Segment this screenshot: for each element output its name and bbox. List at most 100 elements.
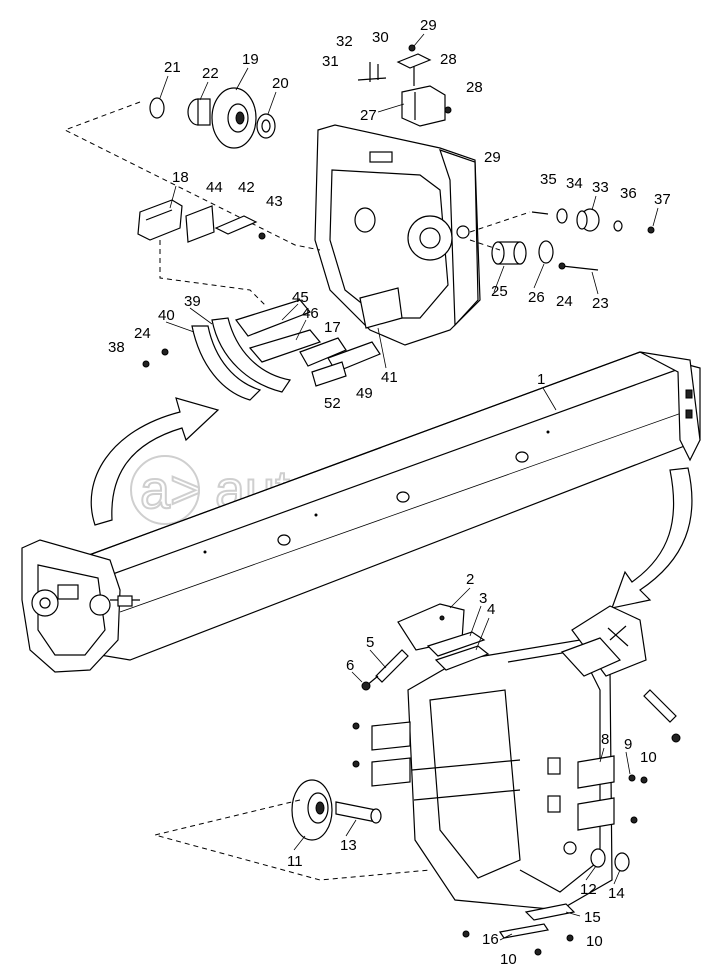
bearing-part-22 [187,98,211,126]
callout-11: 11 [287,853,303,870]
washer-part-24-left [161,348,169,356]
cylinder-part-5 [365,649,409,687]
callout-25: 25 [491,283,508,300]
callout-12: 12 [580,881,597,898]
leader-dash-pulley [63,101,321,251]
bolt-part-35 [531,211,549,215]
callout-46: 46 [302,305,319,322]
bolt-part-23 [561,265,599,271]
plate-part-16 [498,923,550,939]
shim-right [560,637,622,677]
callout-4: 4 [487,601,495,618]
pulley-part-19 [211,87,257,149]
cover-part-2 [397,603,465,651]
callout-10-bottom: 10 [500,951,517,968]
bolt-part-10-bottom [534,948,542,956]
pad-part-17 [299,337,347,367]
callout-22: 22 [202,65,219,82]
callout-28-right: 28 [466,79,483,96]
plate-part-15 [524,903,576,921]
callout-30: 30 [372,29,389,46]
callout-3: 3 [479,590,487,607]
callout-45: 45 [292,289,309,306]
callout-36: 36 [620,185,637,202]
pulley-part-11 [291,779,333,841]
callout-38: 38 [108,339,125,356]
pins-part-31-32 [357,62,387,82]
shim-part-3 [426,631,486,657]
callout-24-left: 24 [134,325,151,342]
callout-33: 33 [592,179,609,196]
callout-31: 31 [322,53,339,70]
callout-1: 1 [537,371,545,388]
nut-part-6 [361,681,371,691]
shim-part-4 [434,645,490,671]
boom-end-assembly-small [21,539,140,673]
nut-part-29-top [408,44,416,52]
callout-29-top: 29 [420,17,437,34]
callout-52: 52 [324,395,341,412]
callout-labels: 1 2 3 4 5 6 8 9 10 10 10 11 12 13 14 15 … [108,17,671,968]
callout-10-right: 10 [640,749,657,766]
callout-44: 44 [206,179,223,196]
callout-49: 49 [356,385,373,402]
boom-tube-part-1 [69,351,701,661]
washer-part-9 [628,774,636,782]
washer-part-36 [613,220,623,232]
pad-part-46 [248,329,322,363]
washer-part-34 [556,208,568,224]
callout-20: 20 [272,75,289,92]
callout-14: 14 [608,885,625,902]
pad-part-8-lower [577,797,615,831]
bolt-part-10-side [630,816,638,824]
callout-35: 35 [540,171,557,188]
callout-8: 8 [601,731,609,748]
ring-part-14 [614,852,630,872]
washer-part-24-right [558,262,566,270]
bolt-part-38 [142,360,150,368]
callout-42: 42 [238,179,255,196]
nut-right [671,733,681,743]
bracket-part-18 [137,199,183,241]
callout-17: 17 [324,319,341,336]
callout-37: 37 [654,191,671,208]
watermark-logo-mark: a> [140,460,202,520]
plate-part-44 [185,205,215,243]
callout-28-top: 28 [440,51,457,68]
washer-part-12 [590,848,606,868]
nut-part-37 [647,226,655,234]
pad-left-lower [371,757,411,787]
pad-part-52 [311,361,347,387]
callout-29-frame: 29 [484,149,501,166]
callout-leaders [159,33,659,941]
callout-9: 9 [624,736,632,753]
bolt-part-43 [258,232,266,240]
callout-23: 23 [592,295,609,312]
bolt-part-10-upper [640,776,648,784]
pad-left-upper [371,721,411,751]
cylinder-right [643,689,677,723]
callout-24-right: 24 [556,293,573,310]
callout-2: 2 [466,571,474,588]
bushing-part-20 [256,113,276,139]
callout-6: 6 [346,657,354,674]
disc-part-26 [538,240,554,264]
pad-part-8-upper [577,755,615,789]
leader-dash-left [159,240,266,306]
callout-43: 43 [266,193,283,210]
callout-27: 27 [360,107,377,124]
bolt-part-28 [444,106,452,114]
callout-32: 32 [336,33,353,50]
pad-part-41 [359,287,403,329]
shaft-part-13 [335,801,382,824]
callout-18: 18 [172,169,189,186]
callout-34: 34 [566,175,583,192]
snap-ring-part-21 [149,97,165,119]
plate-part-30 [396,53,432,86]
callout-41: 41 [381,369,398,386]
callout-26: 26 [528,289,545,306]
callout-40: 40 [158,307,175,324]
bolt-left-2 [352,760,360,768]
rotation-arrow-right [611,467,693,609]
